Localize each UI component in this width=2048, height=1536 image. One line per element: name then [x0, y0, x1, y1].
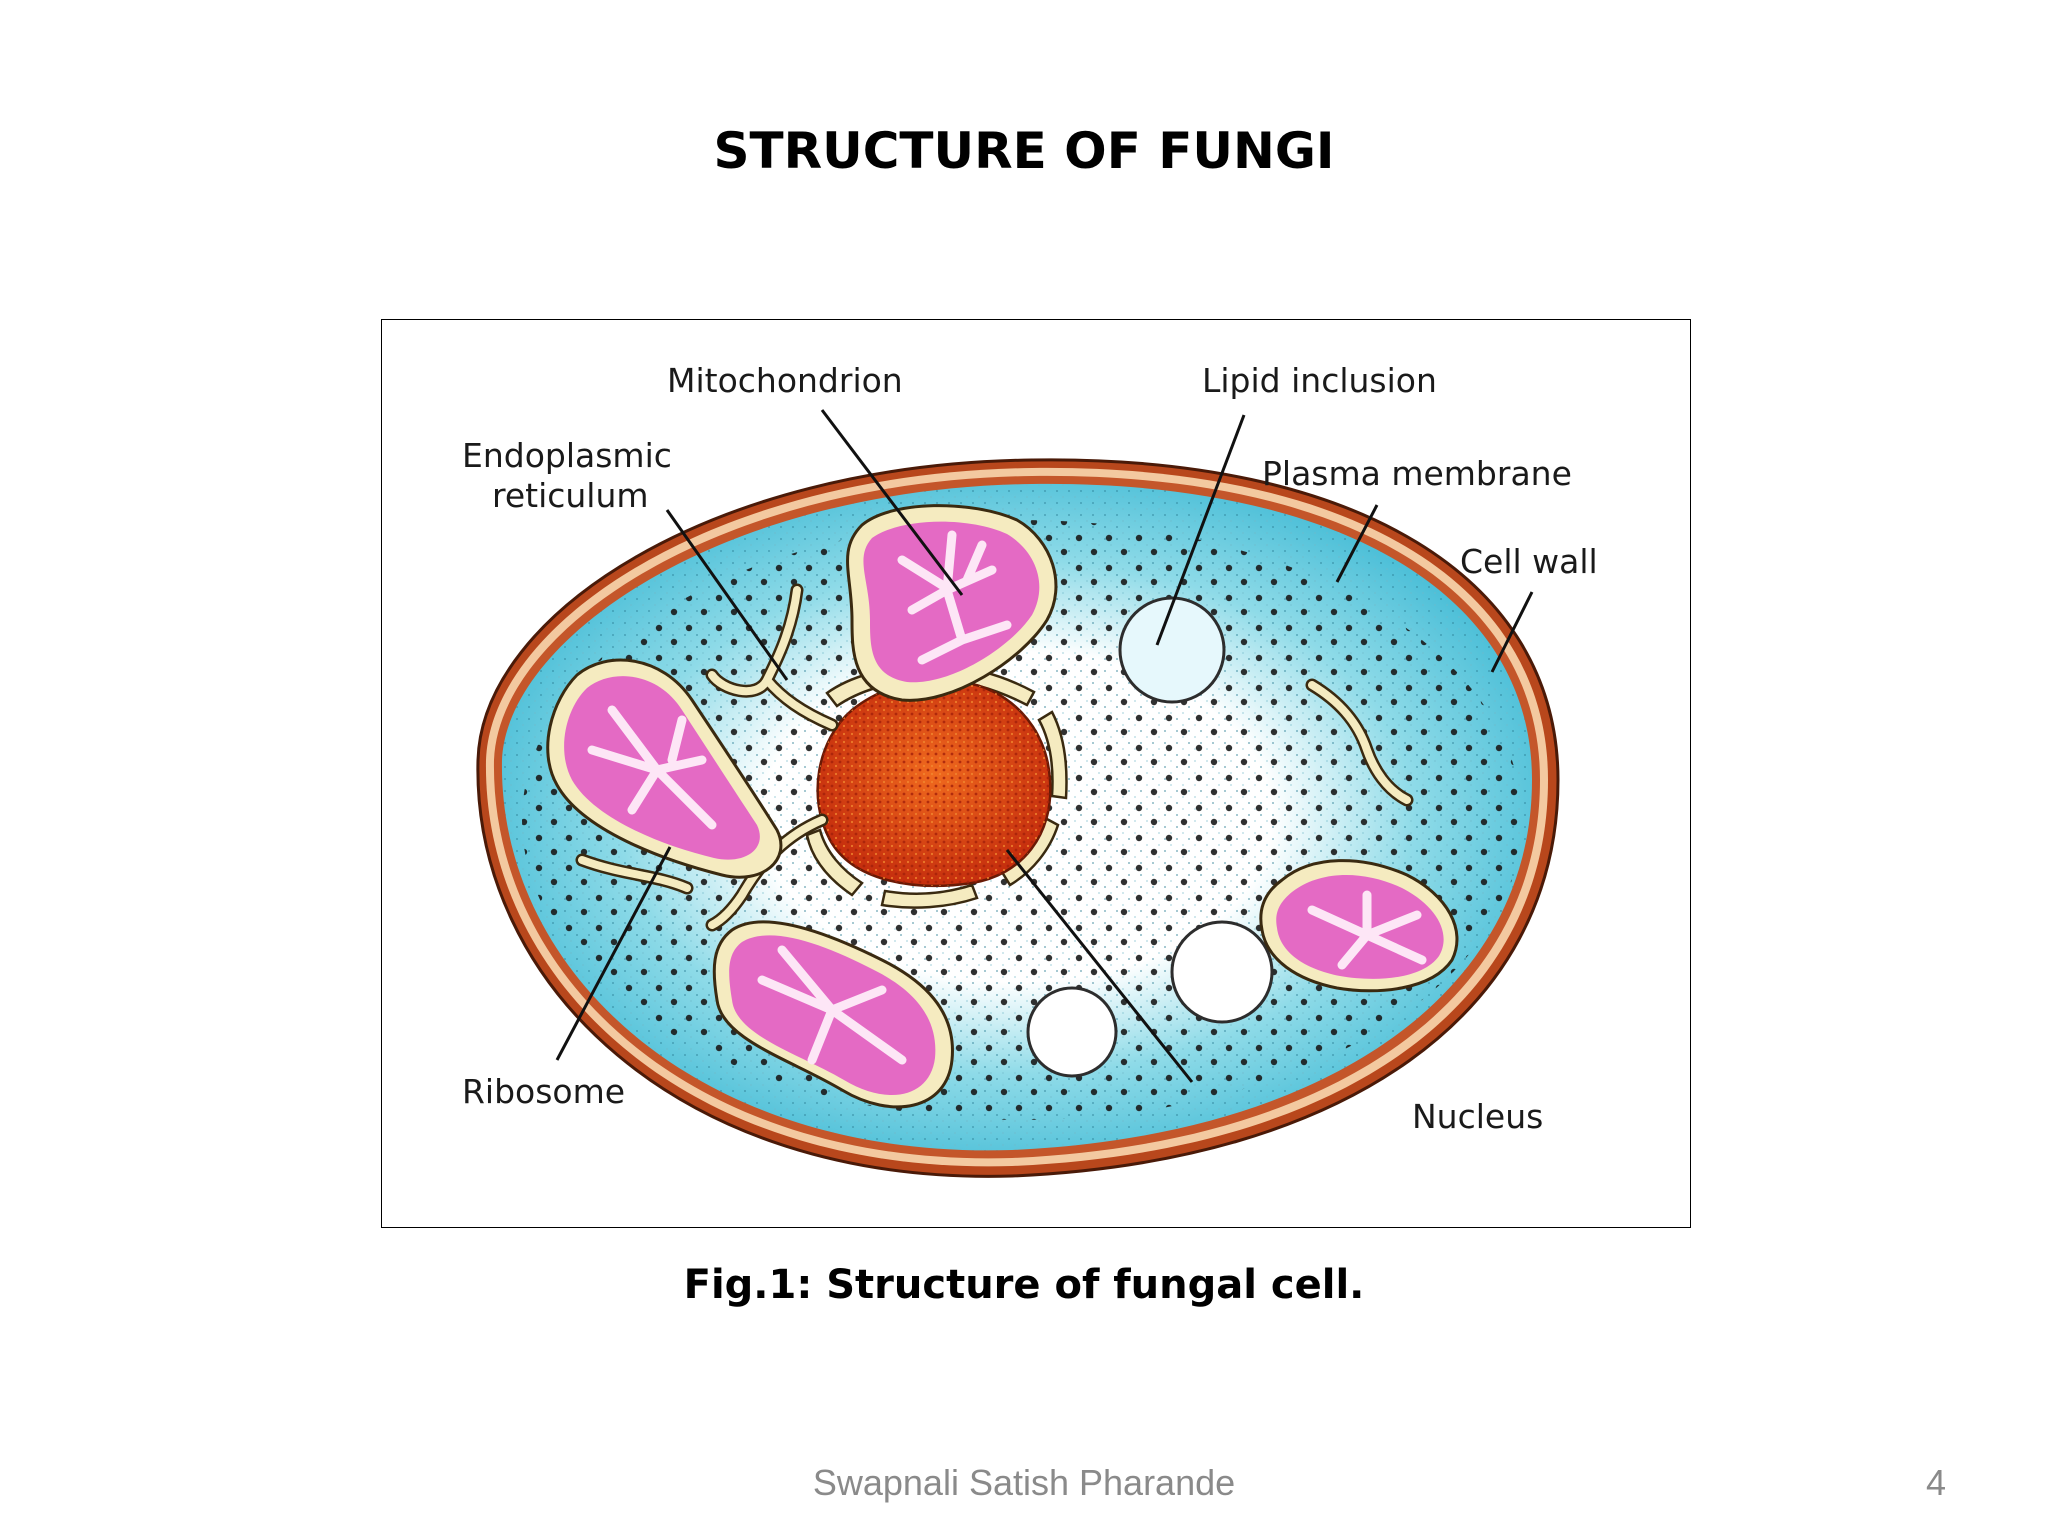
mitochondrion-right [1259, 859, 1459, 993]
label-lipid-inclusion: Lipid inclusion [1202, 361, 1437, 400]
figure-frame: Mitochondrion Lipid inclusion Endoplasmi… [381, 319, 1691, 1228]
label-cell-wall: Cell wall [1460, 542, 1598, 581]
label-plasma-membrane: Plasma membrane [1262, 454, 1572, 493]
mitochondrion-bottom [712, 920, 954, 1109]
slide-title: STRUCTURE OF FUNGI [713, 122, 1335, 180]
fungal-cell-diagram: Mitochondrion Lipid inclusion Endoplasmi… [462, 361, 1598, 1178]
label-ribosome: Ribosome [462, 1072, 625, 1111]
label-endoplasmic-reticulum-line2: reticulum [492, 476, 649, 515]
leader-lines [555, 409, 1534, 1083]
label-mitochondrion: Mitochondrion [667, 361, 903, 400]
mitochondrion-left [546, 658, 783, 879]
page-number: 4 [1925, 1462, 1946, 1503]
label-nucleus: Nucleus [1412, 1097, 1543, 1136]
lipid-inclusion-shape [1118, 596, 1226, 704]
vacuole-2 [1170, 920, 1274, 1024]
label-endoplasmic-reticulum-line1: Endoplasmic [462, 436, 672, 475]
footer-author: Swapnali Satish Pharande [812, 1462, 1236, 1503]
vacuole-1 [1026, 986, 1118, 1078]
mitochondrion-top [846, 504, 1058, 702]
figure-caption: Fig.1: Structure of fungal cell. [683, 1262, 1365, 1308]
